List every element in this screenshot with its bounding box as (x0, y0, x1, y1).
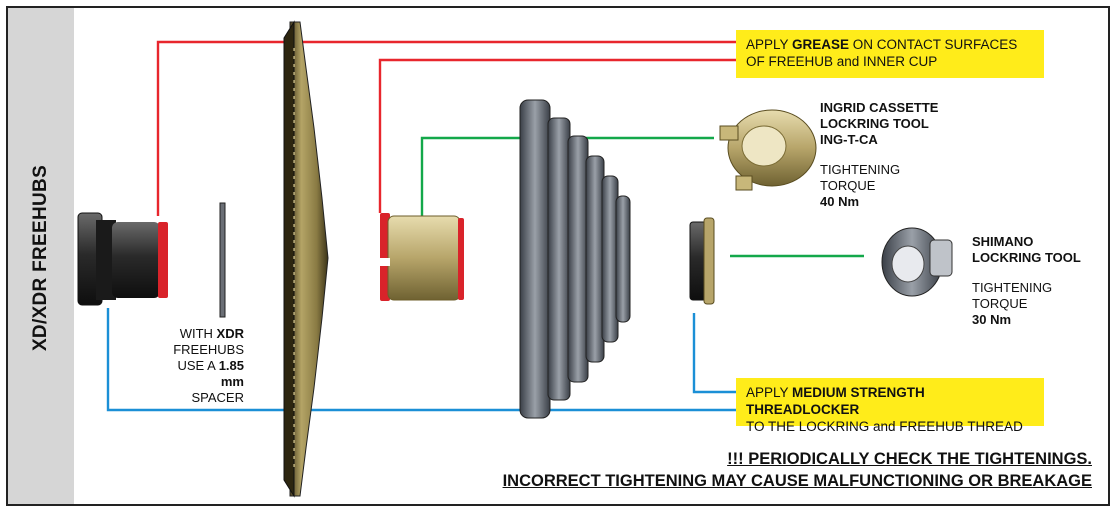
ingrid-tool-illustration (719, 109, 817, 191)
cassette-large (283, 20, 329, 498)
locker-line-2 (692, 313, 738, 394)
grease-line-2 (378, 58, 738, 213)
shimano-tool-label: SHIMANO LOCKRING TOOL TIGHTENING TORQUE … (972, 234, 1081, 327)
ingrid-tool-label: INGRID CASSETTE LOCKRING TOOL ING-T-CA T… (820, 100, 939, 209)
shimano-tool-illustration (881, 227, 953, 297)
threadlocker-note: APPLY MEDIUM STRENGTH THREADLOCKER TO TH… (736, 378, 1044, 434)
warning-text: !!! PERIODICALLY CHECK THE TIGHTENINGS. … (502, 450, 1092, 490)
freehub (77, 212, 168, 306)
spacer-note: WITH XDR FREEHUBS USE A 1.85 mm SPACER (173, 326, 244, 405)
grease-note: APPLY GREASE ON CONTACT SURFACES OF FREE… (736, 30, 1044, 78)
diagram-frame: XD/XDR FREEHUBS (6, 6, 1110, 506)
exploded-view (77, 20, 953, 498)
inner-cup (380, 213, 464, 301)
grease-line-1 (156, 40, 738, 216)
cassette-steel (519, 99, 631, 419)
lockring (689, 217, 715, 305)
sidebar: XD/XDR FREEHUBS (8, 8, 74, 504)
spacer (219, 202, 226, 318)
tool-line-1 (420, 136, 714, 216)
